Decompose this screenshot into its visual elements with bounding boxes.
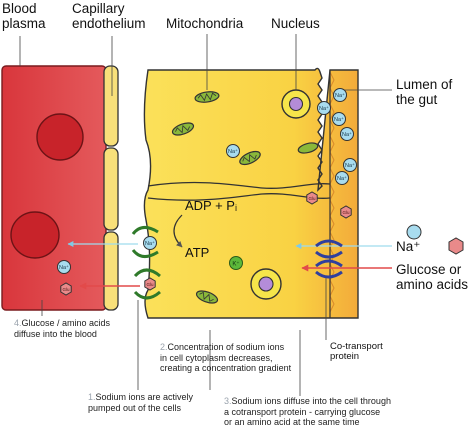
sodium-ion-label: Na⁺	[59, 264, 69, 271]
step-2-number: 2.	[160, 342, 168, 352]
cotransport-protein	[315, 239, 343, 279]
sodium-ion-label: Na⁺	[345, 162, 355, 169]
nucleus-bottom	[250, 268, 282, 300]
sodium-ion-label: Na⁺	[145, 240, 155, 247]
glucose-molecule: Glu	[306, 191, 318, 205]
step-4-number: 4.	[14, 318, 22, 328]
glucose-label: Glu	[62, 287, 70, 292]
sodium-ion-label: Na⁺	[342, 131, 352, 138]
glucose-label: Glu	[146, 282, 154, 287]
sodium-ion: Na⁺	[226, 144, 240, 158]
mitochondrion-2	[171, 122, 195, 136]
lumen-label: Lumen of the gut	[396, 77, 453, 107]
glucose-molecule: Glu	[144, 277, 156, 291]
step-2-text: Concentration of sodium ions in cell cyt…	[160, 342, 292, 374]
nucleus-top	[281, 89, 311, 119]
sodium-ion-label: Na⁺	[228, 148, 238, 155]
blood-plasma-region	[1, 65, 107, 311]
cotransport-protein-label: Co-transport protein	[330, 341, 383, 363]
step-3-text: Sodium ions diffuse into the cell throug…	[224, 396, 391, 428]
step-2-note: 2.Concentration of sodium ions in cell c…	[160, 342, 291, 374]
glucose-label: Glu	[308, 196, 316, 201]
sodium-ion: Na⁺	[317, 101, 331, 115]
mitochondria-label: Mitochondria	[166, 16, 244, 31]
sodium-diffusion-arrows	[67, 241, 392, 249]
sodium-ion: Na⁺	[343, 158, 357, 172]
mitochondria-group	[171, 91, 319, 304]
step-3-number: 3.	[224, 396, 232, 406]
mitochondrion-5	[297, 142, 319, 154]
adp-pi-label: ADP + Pᵢ	[185, 198, 238, 213]
sodium-ion: Na⁺	[332, 112, 346, 126]
step-1-number: 1.	[88, 392, 96, 402]
potassium-ion: K⁺	[229, 256, 243, 270]
red-blood-cell-bottom	[10, 211, 60, 259]
nucleus-label: Nucleus	[271, 16, 320, 31]
glucose-label: Glu	[342, 210, 350, 215]
glucose-molecule: Glu	[340, 205, 352, 219]
mitochondrion-3	[239, 150, 261, 166]
atp-cycle-arrow	[173, 214, 183, 248]
glucose-amino-label: Glucose or amino acids	[396, 262, 469, 292]
sodium-ion: Na⁺	[335, 171, 349, 185]
sodium-ion-label: Na⁺	[396, 239, 421, 254]
mitochondrion-1	[194, 91, 220, 103]
red-blood-cell-top	[36, 113, 84, 161]
sodium-pump	[131, 226, 161, 300]
sodium-ions: Na⁺ Na⁺ Na⁺ Na⁺ Na⁺ Na⁺ Na⁺ Na⁺ Na⁺	[57, 88, 357, 274]
sodium-ion: Na⁺	[333, 88, 347, 102]
sodium-ion: Na⁺	[143, 236, 157, 250]
sodium-ion: Na⁺	[57, 260, 71, 274]
sodium-ion-label: Na⁺	[334, 116, 344, 123]
atp-label: ATP	[185, 245, 210, 260]
sodium-ion-label: Na⁺	[319, 105, 329, 112]
blood-plasma-label: Blood plasma	[2, 1, 46, 31]
glucose-diffusion-arrows	[79, 264, 392, 290]
potassium-label: K⁺	[232, 261, 239, 268]
sodium-ion-label: Na⁺	[337, 175, 347, 182]
capillary-endothelium-label: Capillary endothelium	[72, 1, 146, 31]
capillary-endothelium-region	[103, 65, 119, 311]
mitochondrion-4	[195, 290, 219, 304]
leader-lines	[19, 34, 392, 396]
lumen-sodium-ion	[406, 224, 422, 240]
sodium-ion: Na⁺	[340, 127, 354, 141]
step-1-note: 1.Sodium ions are actively pumped out of…	[88, 392, 193, 413]
step-4-note: 4.Glucose / amino acids diffuse into the…	[14, 318, 110, 339]
lumen-glucose-molecule	[448, 237, 464, 255]
step-3-note: 3.Sodium ions diffuse into the cell thro…	[224, 396, 391, 428]
step-4-text: Glucose / amino acids diffuse into the b…	[14, 318, 111, 339]
glucose-molecule: Glu	[60, 282, 72, 296]
step-1-text: Sodium ions are actively pumped out of t…	[88, 392, 194, 413]
sodium-ion-label: Na⁺	[335, 92, 345, 99]
